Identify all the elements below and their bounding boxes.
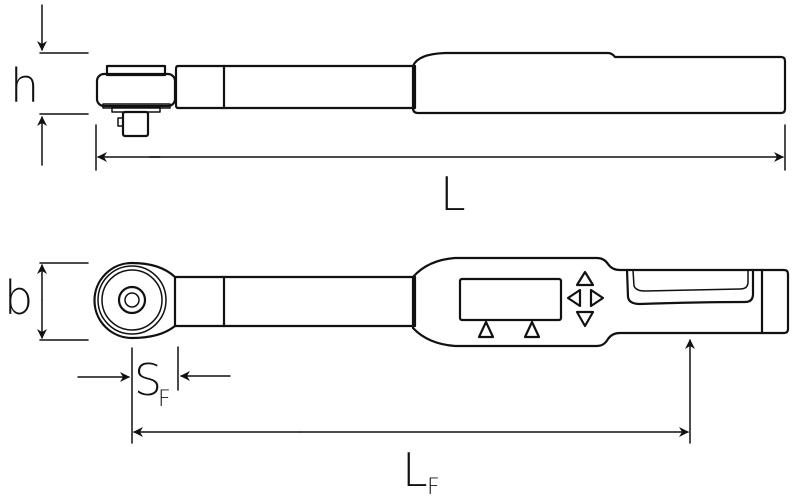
label-LF: L [402, 443, 428, 497]
label-b: b [4, 271, 33, 325]
dpad-left-icon [566, 288, 582, 308]
label-h: h [10, 59, 39, 113]
head-outline [93, 261, 177, 340]
dpad-right-icon [589, 288, 605, 308]
dimension-b: b [4, 262, 89, 341]
wrench-top-view [93, 256, 790, 348]
label-SF: S [134, 355, 162, 406]
ratchet-base [102, 103, 171, 109]
button-triangle-1-icon [477, 320, 495, 339]
dpad-up-icon [575, 270, 595, 287]
label-L: L [440, 167, 466, 221]
drive-ring [117, 285, 147, 315]
shaft-top [173, 275, 417, 328]
dimension-SF: S F [77, 346, 231, 444]
ratchet-head [95, 72, 177, 108]
dimension-h: h [10, 4, 89, 166]
display-screen [458, 277, 563, 322]
square-drive [121, 110, 150, 138]
dimension-LF: L F [133, 339, 695, 500]
label-LF-subscript: F [427, 475, 440, 500]
dimension-L: L [95, 124, 786, 221]
label-SF-subscript: F [158, 387, 171, 412]
drive-pin [117, 117, 124, 127]
shaft [174, 64, 417, 110]
grip-top [411, 256, 790, 348]
button-triangle-2-icon [523, 320, 541, 339]
grip [411, 51, 787, 115]
grip-slot [625, 268, 755, 306]
wrench-side-view [95, 51, 787, 138]
dpad-down-icon [575, 310, 595, 328]
